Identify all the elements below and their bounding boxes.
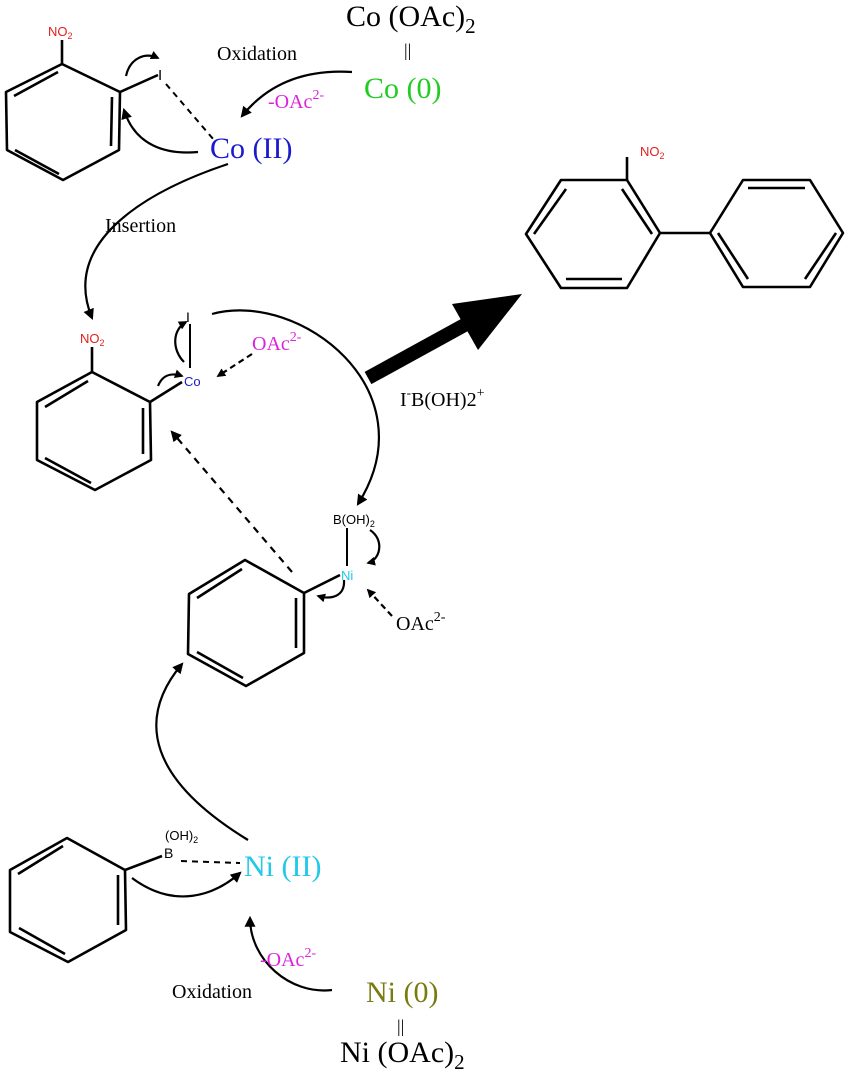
arrow-oac-to-ni <box>366 588 393 617</box>
ni-precursor-label: Ni (OAc)2 <box>340 1036 465 1074</box>
dashed-bond-i-co <box>165 83 215 141</box>
ring-aryl-nickel <box>186 558 341 688</box>
ring-aryl-iodide <box>4 40 159 182</box>
product-biphenyl <box>524 157 845 290</box>
co-ii-label: Co (II) <box>210 132 292 165</box>
co-oac-loss-label: -OAc2- <box>268 88 324 113</box>
arrow-oxidation-co <box>240 70 353 118</box>
arrow-iodine-shift <box>124 51 160 77</box>
co-oxidation-label: Oxidation <box>217 43 297 65</box>
co-precursor-label: Co (OAc)2 <box>346 0 476 38</box>
aryl-cobalt-metal: Co <box>184 374 201 389</box>
arrow-co-bond <box>156 369 184 387</box>
aryl-nickel-boronic: B(OH)2 <box>333 512 375 529</box>
ni-equals-sign: || <box>397 1016 404 1036</box>
aryl-cobalt-oac: OAc2- <box>252 330 302 355</box>
phenylboronic-boron: B <box>164 845 173 861</box>
dashed-bond-b-ni <box>180 860 241 864</box>
ring-phenylboronic <box>8 836 163 964</box>
ni-oac-loss-label: -OAc2- <box>260 946 316 971</box>
ni-ii-label: Ni (II) <box>244 850 321 883</box>
arrow-co-to-aryl <box>121 107 199 154</box>
phenylboronic-oh: (OH)2 <box>165 828 198 845</box>
aryl-nickel-metal: Ni <box>341 568 353 583</box>
product-arrow <box>364 294 522 385</box>
ni-zero-label: Ni (0) <box>366 976 438 1009</box>
aryl-nickel-oac: OAc2- <box>396 610 446 635</box>
arrow-ni-to-aryl <box>316 579 346 603</box>
arrow-oac-to-co <box>216 353 253 377</box>
aryl-iodide-iodine: I <box>158 67 162 84</box>
arrow-insertion <box>83 162 229 321</box>
product-nitro: NO2 <box>640 144 665 161</box>
ring-aryl-cobalt <box>35 347 183 492</box>
arrow-oxidation-ni <box>244 915 333 992</box>
aryl-iodide-nitro: NO2 <box>48 24 73 41</box>
arrow-ni-ii-to-aryl-nickel <box>155 662 249 841</box>
ni-oxidation-label: Oxidation <box>172 981 252 1003</box>
arrow-co-to-ni <box>211 309 381 506</box>
dashed-arrow-transmetalation <box>170 430 293 573</box>
arrow-co-iodine-shift <box>174 321 188 363</box>
insertion-label: Insertion <box>105 215 176 237</box>
arrow-boron-shift <box>366 529 381 566</box>
arrow-boronic-to-ni <box>131 871 242 898</box>
aryl-cobalt-nitro: NO2 <box>80 331 105 348</box>
co-equals-sign: || <box>404 40 411 60</box>
co-zero-label: Co (0) <box>364 72 442 105</box>
byproduct-label: I-B(OH)2+ <box>400 385 485 411</box>
aryl-cobalt-iodine: I <box>186 309 190 325</box>
